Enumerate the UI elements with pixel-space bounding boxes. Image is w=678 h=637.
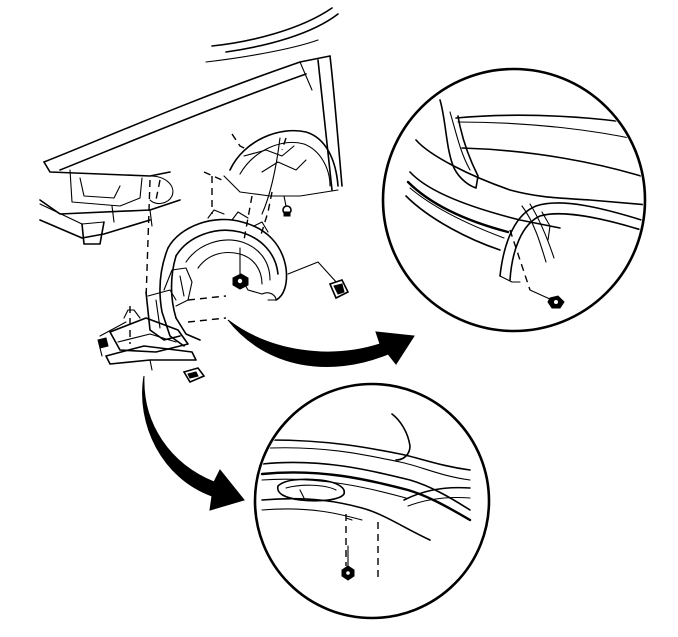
fender [39, 7, 343, 245]
alignment-lines [129, 176, 273, 344]
lower-detail-view [253, 382, 491, 620]
clip-icon [182, 367, 206, 384]
fascia-bolt-icon [529, 289, 565, 309]
side-clip-icon [287, 261, 350, 300]
bolt-icon [282, 195, 292, 217]
arrow-to-lower-detail [142, 375, 245, 511]
arrow-to-upper-detail [227, 319, 415, 368]
upper-detail-view [381, 67, 647, 333]
wheelhouse-liner [145, 209, 288, 347]
push-retainer-icon [97, 337, 109, 357]
lower-fascia-bolt-icon [341, 545, 355, 581]
lower-bracket [99, 309, 197, 371]
liner-bolt-icon [232, 247, 249, 290]
